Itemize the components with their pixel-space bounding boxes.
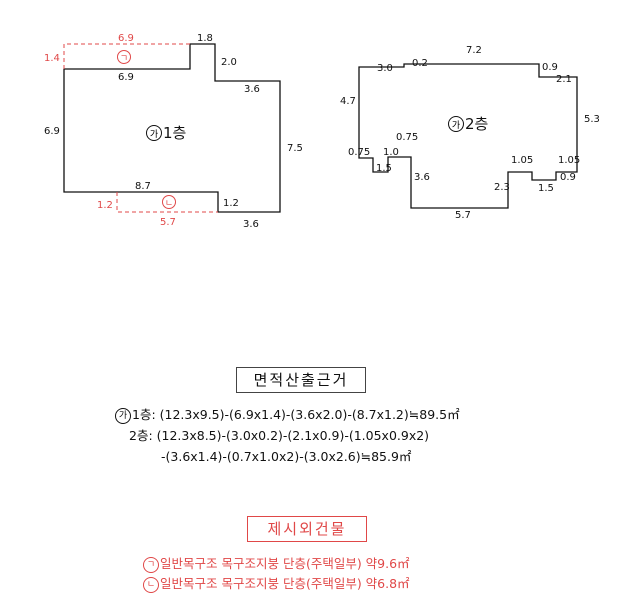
dim2-bottom-notch-side: 2.3: [494, 182, 510, 193]
plan1-outline: [63, 43, 281, 213]
floor1-label: 1층: [163, 124, 186, 142]
dim2-top-right-step: 0.9: [542, 62, 558, 73]
floor-plans: 6.9 1.4 1.8 6.9 2.0 3.6 6.9 7.5 8.7 1.2 …: [44, 33, 600, 230]
dim-right-side: 7.5: [287, 143, 303, 154]
dim-notch-bottom: 3.6: [244, 84, 260, 95]
dim2-left-notch-inner: 1.0: [383, 147, 399, 158]
dim-top-notch: 1.8: [197, 33, 213, 44]
extra-item-1-text: 일반목구조 목구조지붕 단층(주택일부) 약9.6㎡: [160, 556, 410, 571]
dim2-left-notch-bottom: 1.5: [376, 163, 392, 174]
dim2-left-notch-top: 0.75: [348, 147, 370, 158]
floor1-mark: 가: [150, 129, 158, 140]
extra-item-2-text: 일반목구조 목구조지붕 단층(주택일부) 약6.8㎡: [160, 576, 410, 591]
extra-buildings-title: 제시외건물: [247, 516, 367, 542]
dim-inner-top: 6.9: [118, 72, 134, 83]
extra-item-2-mark: ㄴ: [143, 577, 159, 593]
dim2-right-bottom-top: 1.05: [558, 155, 580, 166]
dim2-left-notch-side: 0.75: [396, 132, 418, 143]
annex-a-dashed: [63, 43, 190, 69]
dim-bottom-right: 3.6: [243, 219, 259, 230]
dim-left-side: 6.9: [44, 126, 60, 137]
dim2-bottom-left: 5.7: [455, 210, 471, 221]
dim2-inner-left-side: 3.6: [414, 172, 430, 183]
mark-a-circle: [117, 50, 131, 64]
dim-bottom-red: 5.7: [160, 217, 176, 228]
dim2-top-step: 0.2: [412, 58, 428, 69]
dim-left-red: 1.4: [44, 53, 60, 64]
calc-line-3: -(3.6x1.4)-(0.7x1.0x2)-(3.0x2.6)≒85.9㎡: [161, 449, 412, 464]
annex-b-dashed: [116, 192, 218, 213]
dim2-right-side: 5.3: [584, 114, 600, 125]
area-calc-title: 면적산출근거: [236, 367, 366, 393]
mark-b-circle: [162, 195, 176, 209]
floor2-mark: 가: [452, 120, 460, 131]
calc-floor-mark: 가: [115, 408, 131, 424]
dim2-bottom-notch-bottom: 1.5: [538, 183, 554, 194]
calc-line-2: 2층: (12.3x8.5)-(3.0x0.2)-(2.1x0.9)-(1.05…: [129, 428, 430, 443]
mark-a: ㄱ: [120, 54, 128, 64]
dim2-top-left: 3.0: [377, 63, 393, 74]
dim2-left-side: 4.7: [340, 96, 356, 107]
extra-item-1-mark: ㄱ: [143, 557, 159, 573]
dim-step-right: 1.2: [223, 198, 239, 209]
dim2-right-upper-step: 2.1: [556, 74, 572, 85]
floor2-label: 2층: [465, 115, 488, 133]
dim-bottom-main: 8.7: [135, 181, 151, 192]
floor1-mark-circle: [146, 125, 162, 141]
dim2-top: 7.2: [466, 45, 482, 56]
plan2-outline: [358, 63, 578, 209]
dim-bottom-red-side: 1.2: [97, 200, 113, 211]
dim2-bottom-notch-top: 1.05: [511, 155, 533, 166]
dim-top-red: 6.9: [118, 33, 134, 44]
dim-notch-side: 2.0: [221, 57, 237, 68]
dim2-right-bottom-side: 0.9: [560, 172, 576, 183]
floor2-mark-circle: [448, 116, 464, 132]
mark-b: ㄴ: [165, 199, 173, 209]
calc-line-1-text: 1층: (12.3x9.5)-(6.9x1.4)-(3.6x2.0)-(8.7x…: [132, 407, 460, 422]
